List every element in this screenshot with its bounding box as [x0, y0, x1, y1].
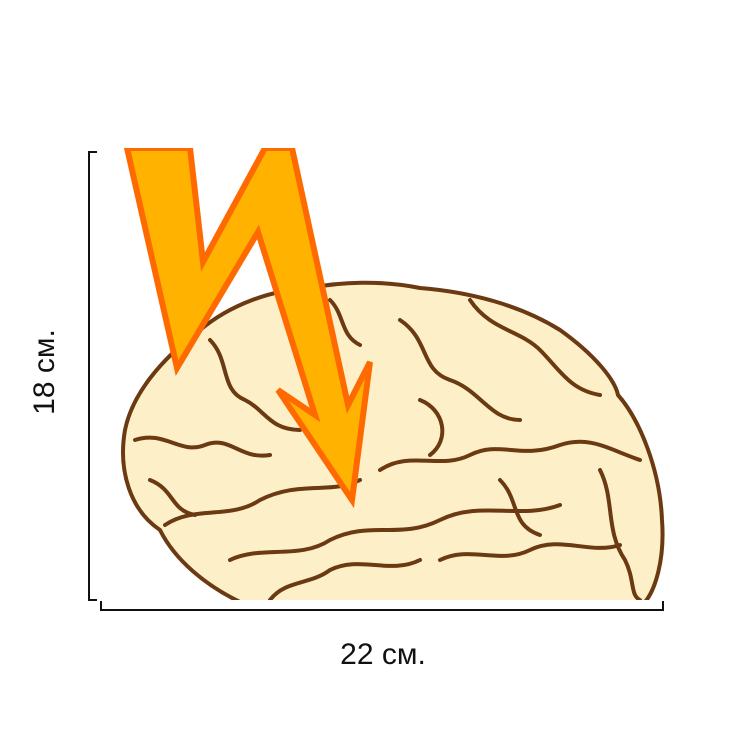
width-label: 22 см.: [340, 638, 426, 671]
brain-folds: [133, 298, 642, 600]
width-dimension-line: [100, 601, 664, 611]
lightning-bolt: [123, 148, 373, 509]
brain-illustration: [121, 280, 665, 600]
brain-outline: [121, 280, 665, 600]
height-dimension-line: [88, 151, 97, 601]
height-label: 18 см.: [28, 329, 61, 415]
